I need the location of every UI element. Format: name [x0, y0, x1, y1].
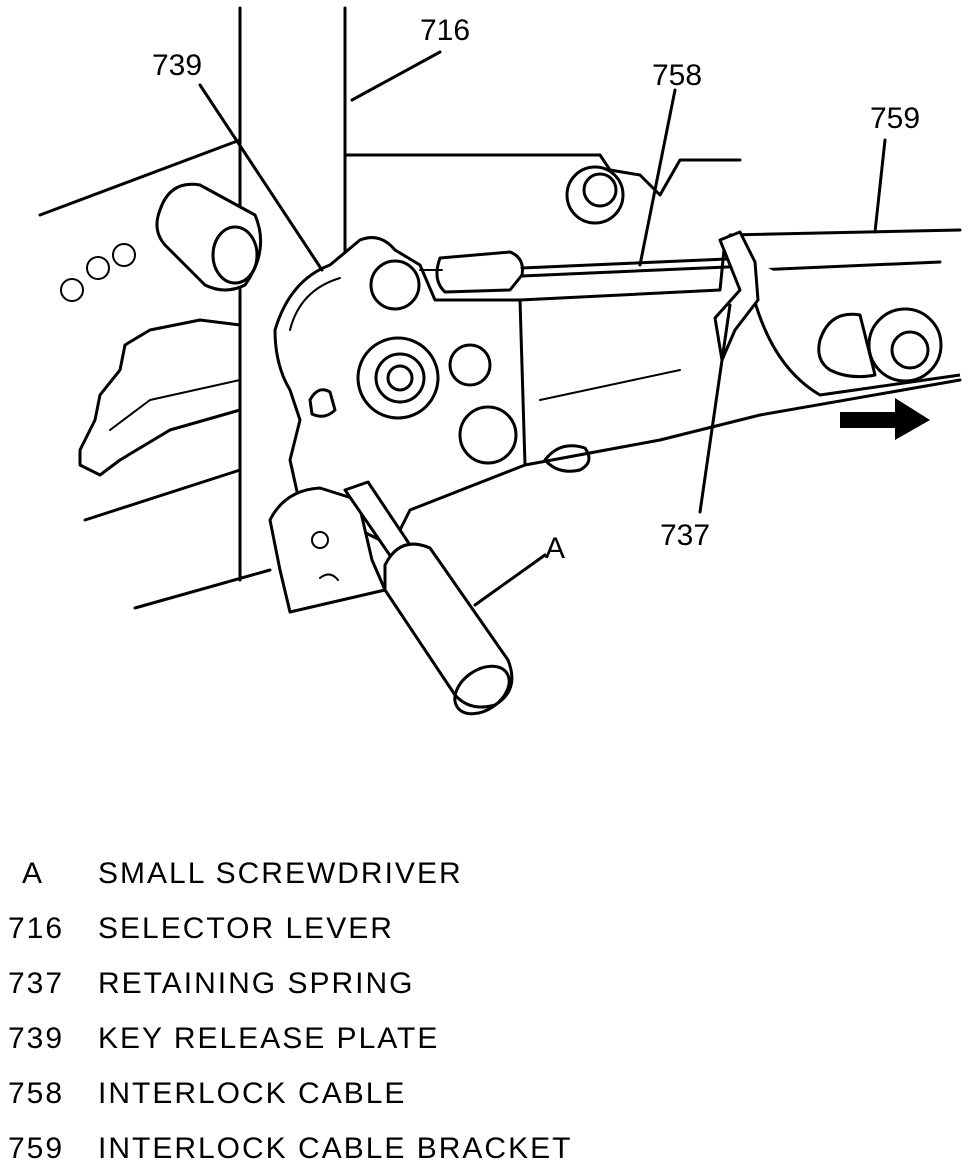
- callout-A: A: [545, 532, 565, 565]
- legend-row: 758 INTERLOCK CABLE: [0, 1077, 976, 1117]
- legend-row: 716 SELECTOR LEVER: [0, 912, 976, 952]
- legend-row: 759 INTERLOCK CABLE BRACKET: [0, 1132, 976, 1172]
- legend-key: 716: [8, 912, 65, 945]
- screwdriver-handle-end: [453, 664, 511, 716]
- left-arm-line: [109, 379, 241, 431]
- legend-description: SMALL SCREWDRIVER: [98, 857, 463, 890]
- leader-716: [350, 50, 442, 102]
- plate-stud-low: [458, 405, 518, 465]
- bracket-top-edge: [728, 228, 962, 237]
- plate-pivot: [356, 336, 440, 420]
- retaining-spring: [713, 230, 760, 362]
- bracket-hole: [311, 531, 329, 549]
- body-inner-line: [539, 369, 681, 401]
- lever-top-outline: [343, 153, 742, 197]
- lower-bracket: [268, 486, 387, 614]
- diagram-drawing: 716 739 758 759 737 A: [38, 6, 962, 716]
- pivot-pin: [155, 182, 263, 292]
- callout-758: 758: [652, 59, 702, 92]
- hole-2: [86, 256, 110, 280]
- body-lower-line: [523, 378, 962, 467]
- plate-stud-mid: [448, 343, 492, 387]
- legend-key: 758: [8, 1077, 65, 1110]
- legend-description: RETAINING SPRING: [98, 967, 415, 1000]
- leader-A: [473, 553, 547, 607]
- callout-739: 739: [152, 49, 202, 82]
- legend-row: 739 KEY RELEASE PLATE: [0, 1022, 976, 1062]
- legend-key: A: [22, 857, 45, 890]
- bracket-slot: [817, 312, 877, 379]
- upper-bolt-head: [582, 172, 618, 208]
- interlock-cable-lower: [520, 264, 752, 278]
- legend-key: 759: [8, 1132, 65, 1165]
- plate-pivot-center: [386, 364, 414, 392]
- plate-pivot-inner: [374, 352, 426, 404]
- leader-739: [198, 83, 324, 272]
- screwdriver-handle: [383, 542, 514, 709]
- leader-737: [698, 303, 732, 514]
- plate-edge-curve: [289, 277, 341, 331]
- shift-gate-detent: [78, 318, 242, 477]
- plate-stud-top: [369, 259, 421, 311]
- hole-3: [112, 243, 136, 267]
- legend-key: 737: [8, 967, 65, 1000]
- bracket-notch: [319, 573, 339, 581]
- legend-key: 739: [8, 1022, 65, 1055]
- bracket-flange: [753, 260, 942, 272]
- base-line: [133, 568, 272, 610]
- interlock-cable: [520, 256, 752, 270]
- legend-description: INTERLOCK CABLE: [98, 1077, 407, 1110]
- hole-1: [60, 278, 84, 302]
- legend-row: 737 RETAINING SPRING: [0, 967, 976, 1007]
- pivot-pin-end: [211, 225, 259, 285]
- legend-description: SELECTOR LEVER: [98, 912, 394, 945]
- left-panel-line-bottom: [83, 468, 242, 522]
- leader-759: [873, 138, 887, 234]
- callout-759: 759: [870, 102, 920, 135]
- bracket-bolt-head: [890, 330, 930, 370]
- bracket-bolt: [867, 307, 943, 383]
- legend-description: KEY RELEASE PLATE: [98, 1022, 440, 1055]
- plate-tab: [308, 388, 337, 418]
- callout-737: 737: [660, 519, 710, 552]
- legend-description: INTERLOCK CABLE BRACKET: [98, 1132, 573, 1165]
- cable-end-fitting: [435, 250, 524, 294]
- legend-row: A SMALL SCREWDRIVER: [0, 857, 976, 897]
- body-upper-line: [518, 238, 727, 302]
- callout-716: 716: [420, 14, 470, 47]
- upper-bolt: [565, 165, 625, 225]
- leader-758: [638, 88, 677, 267]
- direction-arrow-icon: [840, 398, 930, 440]
- left-panel-line-top: [38, 138, 242, 217]
- exploded-parts-diagram: 716 739 758 759 737 A: [38, 6, 962, 716]
